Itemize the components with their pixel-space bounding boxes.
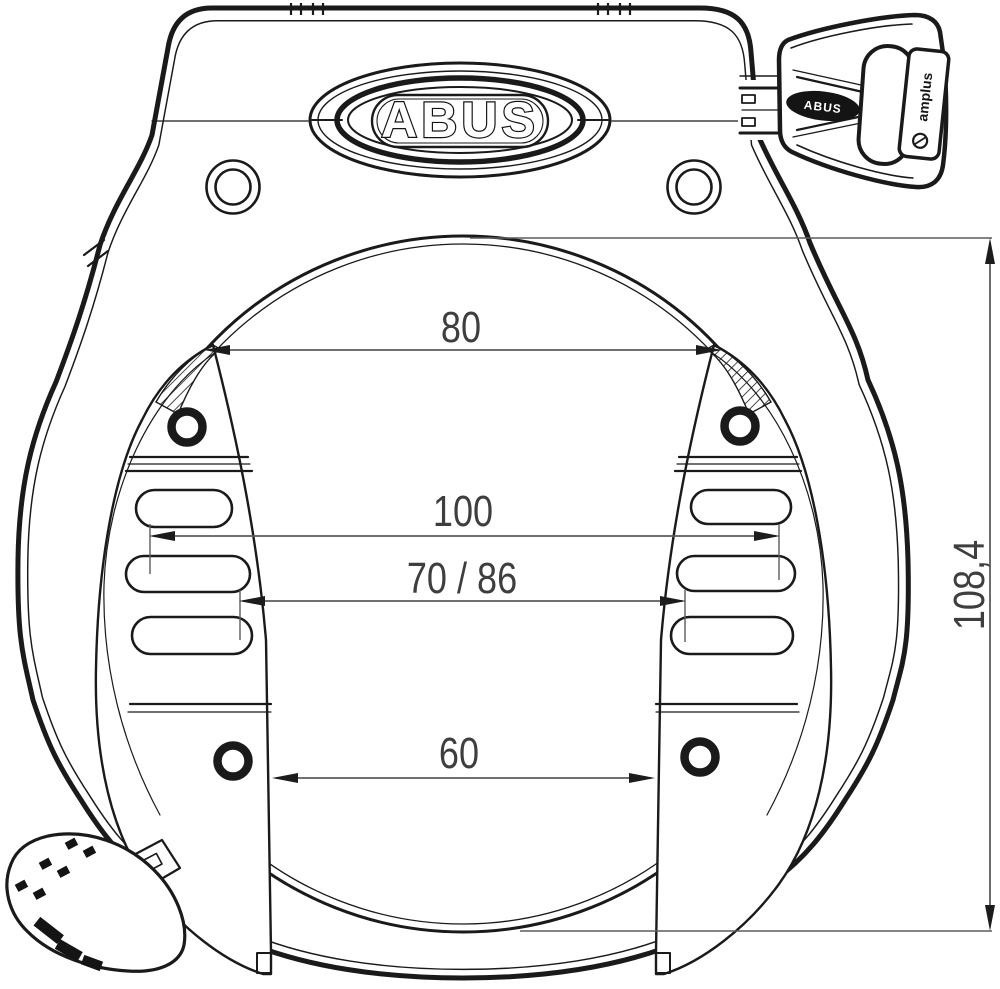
- key-logo-mark-icon: [913, 136, 927, 146]
- arrowhead-left-icon: [272, 773, 298, 783]
- mounting-slot-left-1: [134, 488, 234, 529]
- left-wing-plate: [94, 343, 273, 976]
- top-edge-tabs-left: [289, 3, 325, 15]
- mounting-slot-right-1: [689, 488, 793, 526]
- mounting-slot-left-3: [130, 615, 254, 656]
- key-brand-oval: [786, 90, 860, 122]
- screw-hole-wing-left-top: [167, 407, 207, 447]
- key: ABUS amplus: [738, 12, 951, 190]
- key-logo-mark-icon: [912, 132, 929, 149]
- abus-badge: ABUS: [308, 61, 612, 179]
- dimension-opening-height: 108,4: [470, 237, 995, 932]
- dimension-mounting-span-outer: 100: [149, 487, 780, 580]
- key-fork-line: [792, 122, 862, 138]
- badge-text-frame: [370, 93, 550, 149]
- arrowhead-up-icon: [985, 238, 995, 264]
- screw-hole-top-right: [666, 159, 722, 215]
- arrowhead-left-icon: [204, 345, 230, 355]
- dim-label-100: 100: [433, 487, 493, 536]
- key-side-band-frame: [897, 47, 951, 161]
- lever-grip-ticks: [14, 837, 97, 900]
- arrowhead-left-icon: [149, 531, 175, 541]
- lever-tread-marks: [33, 916, 104, 972]
- arrowhead-right-icon: [696, 345, 722, 355]
- dimension-opening-width-top: 80: [204, 303, 722, 355]
- badge-text-frame-inner: [376, 98, 544, 144]
- key-head-inner-edge: [790, 23, 913, 49]
- screw-hole-wing-right-bottom: [680, 737, 720, 777]
- edge-notch-tick: [82, 238, 106, 257]
- grip-tick: [38, 857, 53, 870]
- mounting-slot-left-2: [124, 554, 252, 594]
- dimension-channel-width: 60: [272, 729, 655, 783]
- key-fork-line: [795, 75, 865, 94]
- right-wing-plate: [654, 343, 833, 976]
- tread-mark: [80, 954, 104, 972]
- tread-mark: [54, 939, 83, 962]
- screw-hole-top-left: [205, 159, 261, 215]
- grip-tick: [82, 845, 97, 858]
- key-brand-text: ABUS: [803, 98, 842, 117]
- key-fork-line: [792, 69, 862, 86]
- right-mounting-wing: [654, 343, 833, 976]
- right-channel-foot: [655, 952, 671, 974]
- screw-hole-wing-right-top: [720, 406, 760, 446]
- dimension-mounting-span-inner: 70 / 86: [239, 554, 686, 642]
- mounting-slot-right-2: [675, 554, 797, 593]
- dim-label-60: 60: [439, 729, 479, 778]
- lock-lever: [5, 832, 187, 973]
- key-side-text: amplus: [914, 72, 935, 123]
- right-wing-hatched-tip: [705, 344, 772, 415]
- arrowhead-right-icon: [660, 596, 686, 606]
- badge-oval-outer: [308, 61, 612, 179]
- key-shaft-step: [741, 117, 756, 127]
- key-fork-line: [795, 114, 865, 132]
- tread-mark: [33, 916, 64, 944]
- dim-label-108-4: 108,4: [945, 540, 994, 630]
- mounting-slot-right-3: [669, 615, 795, 656]
- arrowhead-right-icon: [754, 531, 780, 541]
- top-edge-tabs-right: [596, 3, 632, 15]
- key-head-inner-edge: [796, 144, 914, 179]
- edge-notch-tick: [86, 249, 110, 268]
- badge-oval-4: [347, 86, 573, 154]
- screw-hole-wing-left-bottom: [213, 741, 253, 781]
- left-mounting-wing: [94, 343, 273, 976]
- badge-brand-text: ABUS: [381, 92, 539, 148]
- lock-body-inner-edge: [26, 19, 900, 971]
- left-wing-hatched-tip: [155, 344, 222, 415]
- dim-label-80: 80: [441, 303, 481, 352]
- grip-tick: [32, 887, 47, 900]
- key-side-band: amplus: [897, 47, 951, 161]
- arrowhead-right-icon: [629, 773, 655, 783]
- dim-label-70-86: 70 / 86: [407, 554, 517, 603]
- arrowhead-down-icon: [985, 905, 995, 931]
- grip-tick: [64, 837, 79, 850]
- grip-tick: [56, 865, 71, 878]
- key-shaft-step: [741, 94, 756, 104]
- arrowhead-left-icon: [239, 596, 265, 606]
- left-channel-foot: [256, 952, 272, 974]
- grip-tick: [14, 879, 29, 892]
- dimensions: 80 100 70 / 86: [149, 237, 995, 932]
